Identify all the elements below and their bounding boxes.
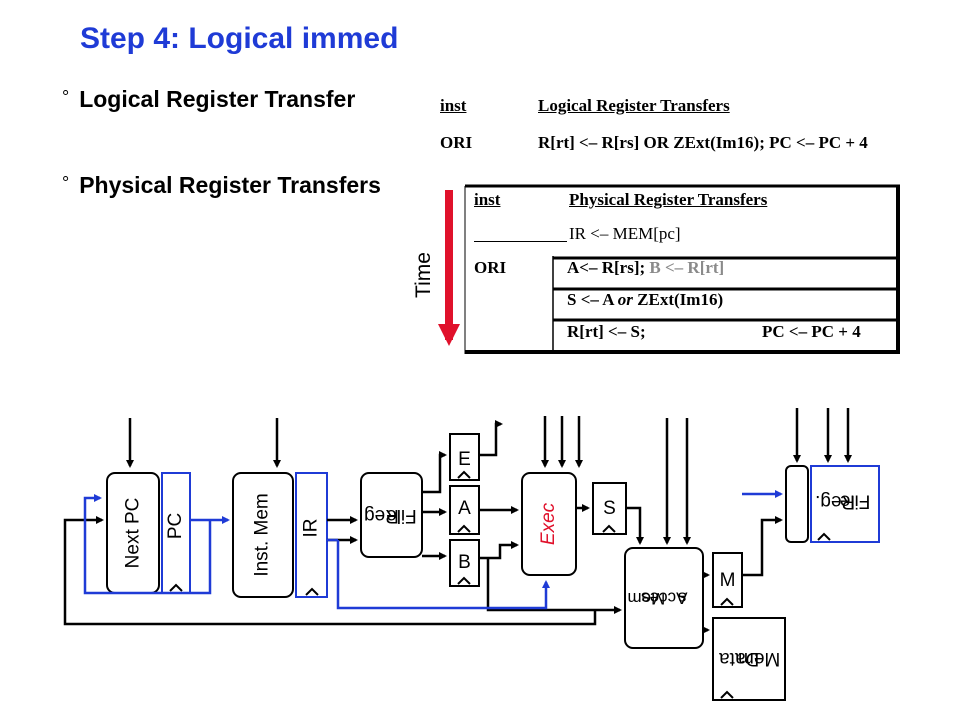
logical-row-inst: ORI — [440, 133, 473, 152]
physical-step2-op: or — [617, 290, 633, 309]
mem-access-block — [624, 547, 704, 649]
reg-file-writeback-block — [810, 465, 880, 543]
exec-label: Exec — [538, 502, 560, 546]
reg-file-writeback-label: Reg.File — [814, 490, 871, 512]
inst-mem-label: Inst. Mem — [252, 493, 274, 577]
physical-step1: A<– R[rs]; B <– R[rt] — [567, 258, 724, 278]
pc-label: PC — [165, 512, 187, 539]
reg-e-label: E — [458, 449, 471, 470]
physical-step2: S <– A or ZExt(Im16) — [567, 290, 723, 310]
bullet-logical-register-transfer: ° Logical Register Transfer — [62, 86, 355, 113]
inst-mem-block — [232, 472, 294, 598]
physical-step3-b: PC <– PC + 4 — [762, 322, 861, 341]
data-mem-block — [712, 617, 786, 701]
bullet-physical-register-transfers: ° Physical Register Transfers — [62, 172, 381, 199]
page-title: Step 4: Logical immed — [80, 22, 399, 55]
blue-wires — [83, 490, 783, 610]
physical-step1-b: B <– R[rt] — [649, 258, 725, 277]
bullet-mark: ° — [62, 87, 70, 107]
reg-file-block — [360, 472, 423, 558]
physical-step2-pre: S <– A — [567, 290, 614, 309]
fetch-blank-line — [474, 241, 567, 242]
physical-table-frame — [464, 184, 900, 354]
reg-m-label: M — [719, 570, 736, 591]
reg-m-box — [712, 552, 743, 608]
physical-fetch: IR <– MEM[pc] — [569, 224, 681, 243]
reg-file-write-mux — [785, 465, 809, 543]
physical-row-inst: ORI — [474, 258, 507, 277]
physical-step3-a: R[rt] <– S; — [567, 322, 646, 341]
ir-register — [295, 472, 328, 598]
reg-b-label: B — [458, 552, 471, 573]
physical-step2-post: ZExt(Im16) — [637, 290, 724, 309]
reg-s-label: S — [603, 498, 616, 519]
next-pc-label: Next PC — [122, 497, 144, 569]
time-label: Time — [411, 252, 435, 298]
physical-header-desc: Physical Register Transfers — [569, 190, 768, 209]
physical-step1-a: A<– R[rs]; — [567, 258, 646, 277]
black-wires — [63, 408, 852, 634]
exec-block — [521, 472, 577, 576]
logical-header-inst: inst — [440, 96, 467, 115]
logical-row-desc: R[rt] <– R[rs] OR ZExt(Im16); PC <– PC +… — [538, 133, 868, 152]
bullet-text: Physical Register Transfers — [79, 172, 381, 198]
reg-a-label: A — [458, 498, 471, 519]
logical-header-desc: Logical Register Transfers — [538, 96, 730, 115]
bullet-mark: ° — [62, 173, 70, 193]
physical-header-inst: inst — [474, 190, 501, 209]
clock-marks — [169, 470, 831, 699]
ir-label: IR — [300, 518, 322, 538]
bullet-text: Logical Register Transfer — [79, 86, 356, 112]
pc-register — [161, 472, 191, 594]
